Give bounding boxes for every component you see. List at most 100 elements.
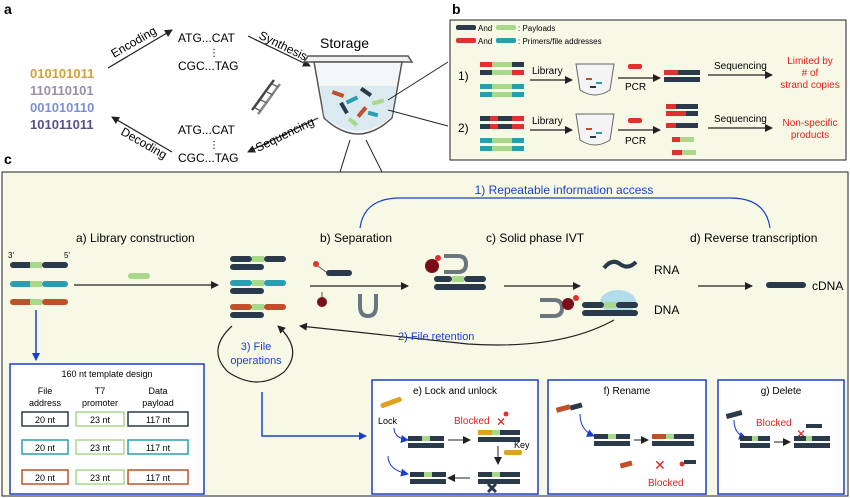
primer-piece [128, 273, 150, 279]
repeatable-access-arc [359, 197, 771, 229]
delete-title: g) Delete [761, 386, 802, 397]
panel-b: b And : Payloads And : Primers/file addr… [449, 1, 847, 161]
ivt-dna-complex-icon [540, 290, 638, 318]
panel-b-box [449, 19, 847, 161]
row2-pcr-label: PCR [625, 136, 646, 147]
lock-curve-arrow [393, 427, 409, 443]
result1-line1: Limited by [787, 56, 833, 67]
template-title: 160 nt template design [61, 369, 152, 379]
three-prime-label: 3' [8, 251, 14, 260]
synthesis-arrow [247, 35, 311, 67]
template-r1-cell1: 20 nt [35, 415, 56, 425]
template-r2-cell1: 20 nt [35, 443, 56, 453]
panel-c-label: c [4, 151, 12, 167]
rename-start-strands [594, 434, 630, 446]
seq-top-1: ATG...CAT [178, 31, 236, 45]
template-row-3 [21, 469, 189, 485]
template-col3-l2: payload [142, 398, 174, 408]
result1-line2: # of [802, 68, 819, 79]
lock-curve-arrow-2 [387, 455, 409, 477]
decoding-label: Decoding [119, 124, 170, 161]
lock-strand-icon [380, 396, 402, 409]
panel-c: c 1) Repeatable information access a) Li… [1, 151, 849, 497]
capture-complex-icon [425, 254, 486, 290]
dna-label: DNA [654, 303, 679, 317]
template-r3-cell3: 117 nt [146, 473, 171, 483]
library-strands [10, 262, 68, 305]
zoom-line-b-top [387, 61, 449, 101]
library-construction-title: a) Library construction [76, 231, 195, 245]
seq-bot-1: ATG...CAT [178, 123, 236, 137]
delete-start-strands [740, 436, 770, 448]
storage-label: Storage [320, 35, 369, 51]
file-operations-loop [217, 325, 294, 383]
template-r2-cell3: 117 nt [146, 443, 171, 453]
rename-title: f) Rename [604, 386, 651, 397]
rename-curve-arrow [579, 413, 595, 437]
separation-title: b) Separation [320, 231, 392, 245]
file-retention-arrow [299, 319, 615, 346]
rename-cross-icon: ✕ [654, 457, 666, 473]
seq-top-dots: ⋮ [209, 48, 219, 59]
template-row-1 [21, 411, 189, 427]
seq-top-2: CGC...TAG [178, 59, 238, 73]
cdna-label: cDNA [812, 279, 843, 293]
zoom-line-c-left [339, 139, 351, 173]
magnet-icon [358, 294, 378, 319]
key-icon [504, 450, 522, 455]
row1-label: 1) [458, 69, 469, 83]
seq-bot-2: CGC...TAG [178, 151, 238, 165]
template-col2-l1: T7 [95, 386, 106, 396]
result1-line3: strand copies [780, 80, 839, 91]
rna-wave-icon [602, 259, 638, 270]
zoom-line-c-right [365, 139, 383, 173]
storage-tube-icon [302, 55, 414, 135]
bead-icon [317, 292, 327, 307]
solid-phase-title: c) Solid phase IVT [486, 231, 585, 245]
five-prime-label: 5' [64, 251, 70, 260]
legend-and-2: And [478, 37, 492, 46]
rna-label: RNA [654, 263, 679, 277]
row1-tube-icon [575, 63, 615, 96]
decoding-arrow [111, 116, 173, 153]
encoding-arrow [107, 29, 173, 69]
rename-blocked-label: Blocked [648, 478, 684, 489]
row2-strands [480, 116, 524, 151]
lock-blocked-cross-icon: ✕ [496, 415, 506, 429]
lock-final-strands [410, 472, 446, 484]
rename-result-strands [652, 434, 694, 446]
template-r1-cell3: 117 nt [146, 415, 171, 425]
zoom-line-b-bot [387, 109, 449, 127]
delete-strand-icon [725, 409, 743, 419]
lock-blocked-label: Blocked [454, 416, 490, 427]
lock-title: e) Lock and unlock [413, 386, 498, 397]
seq-bot-dots: ⋮ [209, 140, 219, 151]
rename-new-address-icon [555, 402, 583, 413]
template-r2-cell2: 23 nt [90, 443, 111, 453]
cdna-strand [766, 282, 806, 288]
template-r3-cell2: 23 nt [90, 473, 111, 483]
result2-line2: products [791, 130, 829, 141]
file-ops-line1: 3) File [241, 341, 272, 353]
lock-unlocked-strands [478, 472, 520, 494]
lock-locked-strands [478, 411, 520, 442]
binary-row-2: 110110101 [30, 83, 94, 98]
row1-pcr-label: PCR [625, 82, 646, 93]
template-col1-l2: address [29, 398, 62, 408]
dna-helix-icon [251, 79, 281, 115]
template-row-2 [21, 439, 189, 455]
binary-row-3: 001010110 [30, 100, 94, 115]
panel-a-label: a [4, 1, 12, 17]
row2-label: 2) [458, 121, 469, 135]
template-col3-l1: Data [148, 386, 167, 396]
template-col2-l2: promoter [82, 398, 118, 408]
file-ops-line2: operations [230, 355, 282, 367]
panel-b-label: b [452, 1, 461, 17]
binary-row-4: 101011011 [30, 117, 94, 132]
row2-library-label: Library [532, 116, 563, 127]
legend-and-1: And [478, 24, 492, 33]
template-r1-cell2: 23 nt [90, 415, 111, 425]
sequencing-label-a: Sequencing [253, 114, 316, 154]
template-col1-l1: File [38, 386, 53, 396]
